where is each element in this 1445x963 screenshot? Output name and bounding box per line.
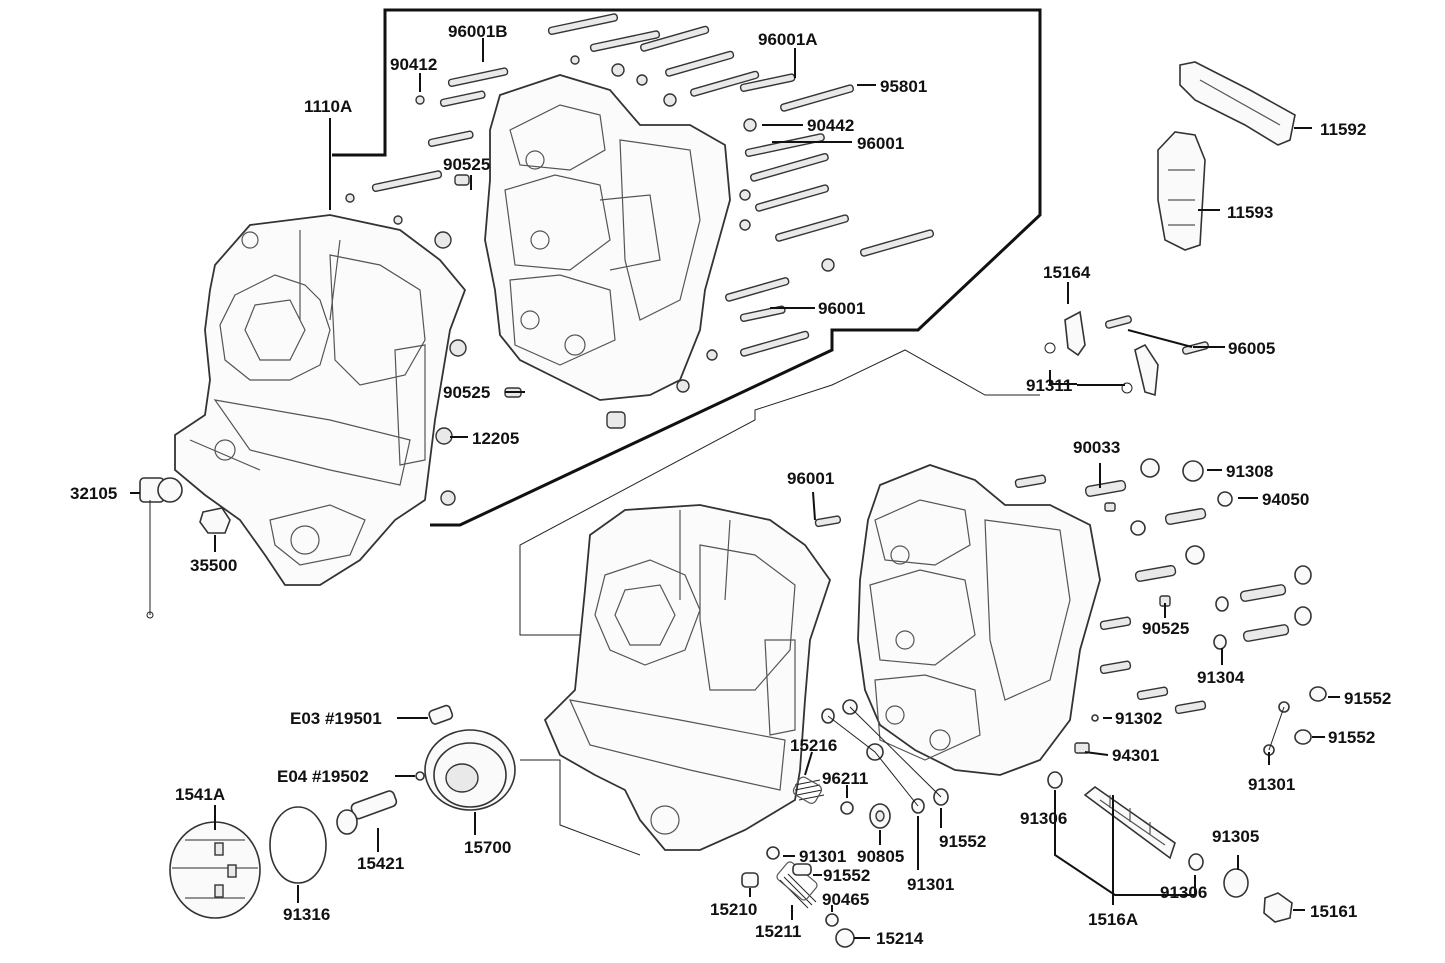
label-94301: 94301 xyxy=(1112,746,1159,765)
label-15161: 15161 xyxy=(1310,902,1357,921)
ball-96211 xyxy=(840,801,854,815)
label-91552-a: 91552 xyxy=(1344,689,1391,708)
label-1541A: 1541A xyxy=(175,785,225,804)
label-11593: 11593 xyxy=(1227,203,1273,222)
label-91301-c: 91301 xyxy=(907,875,954,894)
label-91306-a: 91306 xyxy=(1020,809,1067,828)
label-91302: 91302 xyxy=(1115,709,1162,728)
plug-90805 xyxy=(869,803,891,829)
label-15421: 15421 xyxy=(357,854,404,873)
label-90525-c: 90525 xyxy=(1142,619,1189,638)
drain-plug-15161 xyxy=(1263,892,1293,923)
label-1110A: 1110A xyxy=(304,97,352,116)
leader-lines xyxy=(130,38,1340,939)
label-91552-c: 91552 xyxy=(939,832,986,851)
oil-filter-1541A xyxy=(169,821,261,919)
spring-15216 xyxy=(792,776,825,804)
label-91308: 91308 xyxy=(1226,462,1273,481)
label-91301-b: 91301 xyxy=(799,847,846,866)
crankcase-upper-left xyxy=(174,214,467,586)
dipstick-32105 xyxy=(139,477,183,619)
label-94050: 94050 xyxy=(1262,490,1309,509)
label-15214: 15214 xyxy=(876,929,924,948)
baffle-11593 xyxy=(1157,131,1206,251)
label-1516A: 1516A xyxy=(1088,910,1138,929)
label-90442: 90442 xyxy=(807,116,854,135)
part-labels: 96001B 96001A 90412 95801 1110A 90442 96… xyxy=(70,22,1391,948)
label-96005: 96005 xyxy=(1228,339,1275,358)
oil-cooler-15700 xyxy=(415,704,516,811)
label-90033: 90033 xyxy=(1073,438,1120,457)
group-frame-1110A xyxy=(332,8,1042,527)
label-96001-a: 96001 xyxy=(857,134,904,153)
label-15210: 15210 xyxy=(710,900,757,919)
fittings-upper xyxy=(434,174,690,506)
label-91311: 91311 xyxy=(1026,376,1072,395)
label-91306-b: 91306 xyxy=(1160,883,1207,902)
oil-jet-set xyxy=(1044,310,1209,397)
label-32105: 32105 xyxy=(70,484,117,503)
ring-set-lower xyxy=(821,458,1327,898)
label-96001B: 96001B xyxy=(448,22,508,41)
group-bracket-cooler xyxy=(520,759,641,856)
label-96001-c: 96001 xyxy=(787,469,834,488)
label-15216: 15216 xyxy=(790,736,837,755)
label-91552-d: 91552 xyxy=(823,866,870,885)
label-96001A: 96001A xyxy=(758,30,818,49)
label-95801: 95801 xyxy=(880,77,927,96)
label-15700: 15700 xyxy=(464,838,511,857)
label-12205: 12205 xyxy=(472,429,519,448)
bolt-15421 xyxy=(336,790,398,835)
bolt-set-upper xyxy=(345,13,935,361)
relief-valve-set xyxy=(741,846,855,948)
label-90465: 90465 xyxy=(822,890,869,909)
label-96001-b: 96001 xyxy=(818,299,865,318)
label-E04: E04 #19502 xyxy=(277,767,369,786)
label-15164: 15164 xyxy=(1043,263,1091,282)
crankcase-lower-right xyxy=(857,464,1101,776)
o-ring-91316 xyxy=(269,806,327,884)
label-91301-a: 91301 xyxy=(1248,775,1295,794)
ring-connector-lines xyxy=(827,706,1285,807)
label-90525-b: 90525 xyxy=(443,383,490,402)
label-96211: 96211 xyxy=(822,769,868,788)
dowel-set-lower xyxy=(814,474,1290,754)
crankcase-upper-right xyxy=(484,74,731,401)
label-35500: 35500 xyxy=(190,556,237,575)
label-91304: 91304 xyxy=(1197,668,1245,687)
label-E03: E03 #19501 xyxy=(290,709,382,728)
label-91305: 91305 xyxy=(1212,827,1259,846)
bracket-11592 xyxy=(1179,61,1296,146)
group-bracket-lower xyxy=(519,349,1040,636)
label-90805: 90805 xyxy=(857,847,904,866)
label-11592: 11592 xyxy=(1320,120,1366,139)
label-15211: 15211 xyxy=(755,922,801,941)
sensor-35500 xyxy=(199,507,231,534)
label-90412: 90412 xyxy=(390,55,437,74)
label-91316: 91316 xyxy=(283,905,330,924)
oil-strainer-1516A xyxy=(1083,786,1176,860)
crankcase-lower-left xyxy=(543,504,831,851)
label-91552-b: 91552 xyxy=(1328,728,1375,747)
label-90525-a: 90525 xyxy=(443,155,490,174)
